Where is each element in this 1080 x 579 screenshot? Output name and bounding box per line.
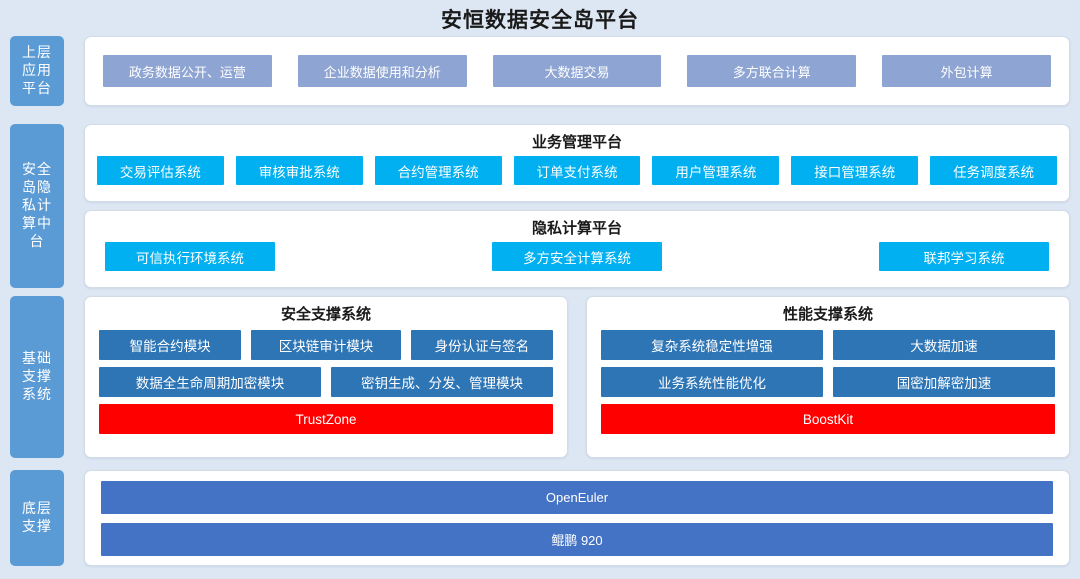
business-chip[interactable]: 任务调度系统 [930, 156, 1058, 185]
application-panels: 政务数据公开、运营 企业数据使用和分析 大数据交易 多方联合计算 外包计算 [84, 36, 1070, 106]
business-chip[interactable]: 接口管理系统 [791, 156, 919, 185]
side-tab-line: 应用 [22, 62, 52, 79]
business-chip[interactable]: 合约管理系统 [374, 156, 502, 185]
trustzone-chip[interactable]: TrustZone [99, 404, 553, 434]
business-platform-title: 业务管理平台 [531, 134, 622, 151]
business-chip[interactable]: 审核审批系统 [235, 156, 363, 185]
app-chip[interactable]: 大数据交易 [492, 55, 662, 87]
app-chip[interactable]: 多方联合计算 [687, 55, 857, 87]
bottom-panels: OpenEuler 鲲鹏 920 [84, 470, 1070, 566]
side-tab-line: 系统 [22, 385, 52, 402]
performance-module-chip[interactable]: 业务系统性能优化 [601, 367, 823, 397]
page-title: 安恒数据安全岛平台 [441, 9, 639, 32]
privacy-chip[interactable]: 多方安全计算系统 [492, 242, 662, 271]
security-module-chip[interactable]: 密钥生成、分发、管理模块 [331, 367, 553, 397]
layer-application: 上层 应用 平台 政务数据公开、运营 企业数据使用和分析 大数据交易 多方联合计… [10, 36, 1070, 106]
security-module-chip[interactable]: 数据全生命周期加密模块 [99, 367, 321, 397]
performance-module-rows: 复杂系统稳定性增强 大数据加速 业务系统性能优化 国密加解密加速 BoostKi… [601, 324, 1055, 434]
business-chip[interactable]: 用户管理系统 [652, 156, 780, 185]
side-tab-line: 算中 [22, 214, 52, 231]
privacy-chip[interactable]: 可信执行环境系统 [105, 242, 275, 271]
security-module-chip[interactable]: 智能合约模块 [99, 330, 242, 360]
side-tab-line: 台 [29, 232, 45, 249]
security-module-rows: 智能合约模块 区块链审计模块 身份认证与签名 数据全生命周期加密模块 密钥生成、… [99, 324, 553, 434]
side-tab-line: 平台 [22, 79, 52, 96]
security-footer-row: TrustZone [99, 404, 553, 434]
business-chip[interactable]: 订单支付系统 [513, 156, 641, 185]
side-tab-line: 底层 [22, 500, 52, 517]
security-support-panel: 安全支撑系统 智能合约模块 区块链审计模块 身份认证与签名 数据全生命周期加密模… [84, 296, 568, 458]
application-chip-list: 政务数据公开、运营 企业数据使用和分析 大数据交易 多方联合计算 外包计算 [85, 55, 1069, 87]
performance-module-chip[interactable]: 国密加解密加速 [833, 367, 1055, 397]
performance-module-chip[interactable]: 复杂系统稳定性增强 [601, 330, 823, 360]
side-tab-line: 私计 [22, 197, 52, 214]
application-panel: 政务数据公开、运营 企业数据使用和分析 大数据交易 多方联合计算 外包计算 [84, 36, 1070, 106]
performance-module-row-2: 业务系统性能优化 国密加解密加速 [601, 367, 1055, 397]
security-module-chip[interactable]: 区块链审计模块 [251, 330, 401, 360]
side-tab-line: 上层 [22, 44, 52, 61]
security-module-row-1: 智能合约模块 区块链审计模块 身份认证与签名 [99, 330, 553, 360]
side-tab-line: 支撑 [22, 518, 52, 534]
bottom-support-panel: OpenEuler 鲲鹏 920 [84, 470, 1070, 566]
business-chip[interactable]: 交易评估系统 [97, 156, 224, 185]
middle-panels: 业务管理平台 交易评估系统 审核审批系统 合约管理系统 订单支付系统 用户管理系… [84, 124, 1070, 288]
performance-module-row-1: 复杂系统稳定性增强 大数据加速 [601, 330, 1055, 360]
privacy-platform-chip-list: 可信执行环境系统 多方安全计算系统 联邦学习系统 [85, 238, 1069, 271]
performance-support-panel: 性能支撑系统 复杂系统稳定性增强 大数据加速 业务系统性能优化 国密加解密加速 … [586, 296, 1070, 458]
app-chip[interactable]: 政务数据公开、运营 [103, 55, 272, 87]
boostkit-chip[interactable]: BoostKit [601, 404, 1055, 434]
security-module-chip[interactable]: 身份认证与签名 [410, 330, 553, 360]
business-platform-panel: 业务管理平台 交易评估系统 审核审批系统 合约管理系统 订单支付系统 用户管理系… [84, 124, 1070, 202]
layer-infrastructure-support: 基础 支撑 系统 安全支撑系统 智能合约模块 区块链审计模块 身份认证与签名 数… [10, 296, 1070, 458]
openeuler-chip[interactable]: OpenEuler [101, 480, 1053, 514]
privacy-platform-title: 隐私计算平台 [531, 220, 622, 237]
performance-footer-row: BoostKit [601, 404, 1055, 434]
security-support-title: 安全支撑系统 [280, 306, 371, 323]
business-platform-chip-list: 交易评估系统 审核审批系统 合约管理系统 订单支付系统 用户管理系统 接口管理系… [85, 152, 1069, 185]
side-tab-application[interactable]: 上层 应用 平台 [10, 36, 64, 106]
side-tab-line: 支撑 [22, 368, 52, 385]
app-chip[interactable]: 外包计算 [882, 55, 1051, 87]
side-tab-line: 岛隐 [22, 179, 52, 196]
layer-middle-platform: 安全 岛隐 私计 算中 台 业务管理平台 交易评估系统 审核审批系统 合约管理系… [10, 124, 1070, 288]
privacy-platform-panel: 隐私计算平台 可信执行环境系统 多方安全计算系统 联邦学习系统 [84, 210, 1070, 288]
layer-bottom-support: 底层 支撑 OpenEuler 鲲鹏 920 [10, 470, 1070, 566]
side-tab-line: 安全 [22, 161, 52, 178]
performance-module-chip[interactable]: 大数据加速 [833, 330, 1055, 360]
privacy-chip[interactable]: 联邦学习系统 [879, 242, 1049, 271]
side-tab-infrastructure-support[interactable]: 基础 支撑 系统 [10, 296, 64, 458]
kunpeng-chip[interactable]: 鲲鹏 920 [101, 522, 1053, 556]
side-tab-bottom-support[interactable]: 底层 支撑 [10, 470, 64, 566]
performance-support-title: 性能支撑系统 [782, 306, 873, 323]
support-panels: 安全支撑系统 智能合约模块 区块链审计模块 身份认证与签名 数据全生命周期加密模… [84, 296, 1070, 458]
side-tab-middle-platform[interactable]: 安全 岛隐 私计 算中 台 [10, 124, 64, 288]
security-module-row-2: 数据全生命周期加密模块 密钥生成、分发、管理模块 [99, 367, 553, 397]
app-chip[interactable]: 企业数据使用和分析 [297, 55, 467, 87]
side-tab-line: 基础 [22, 350, 52, 367]
